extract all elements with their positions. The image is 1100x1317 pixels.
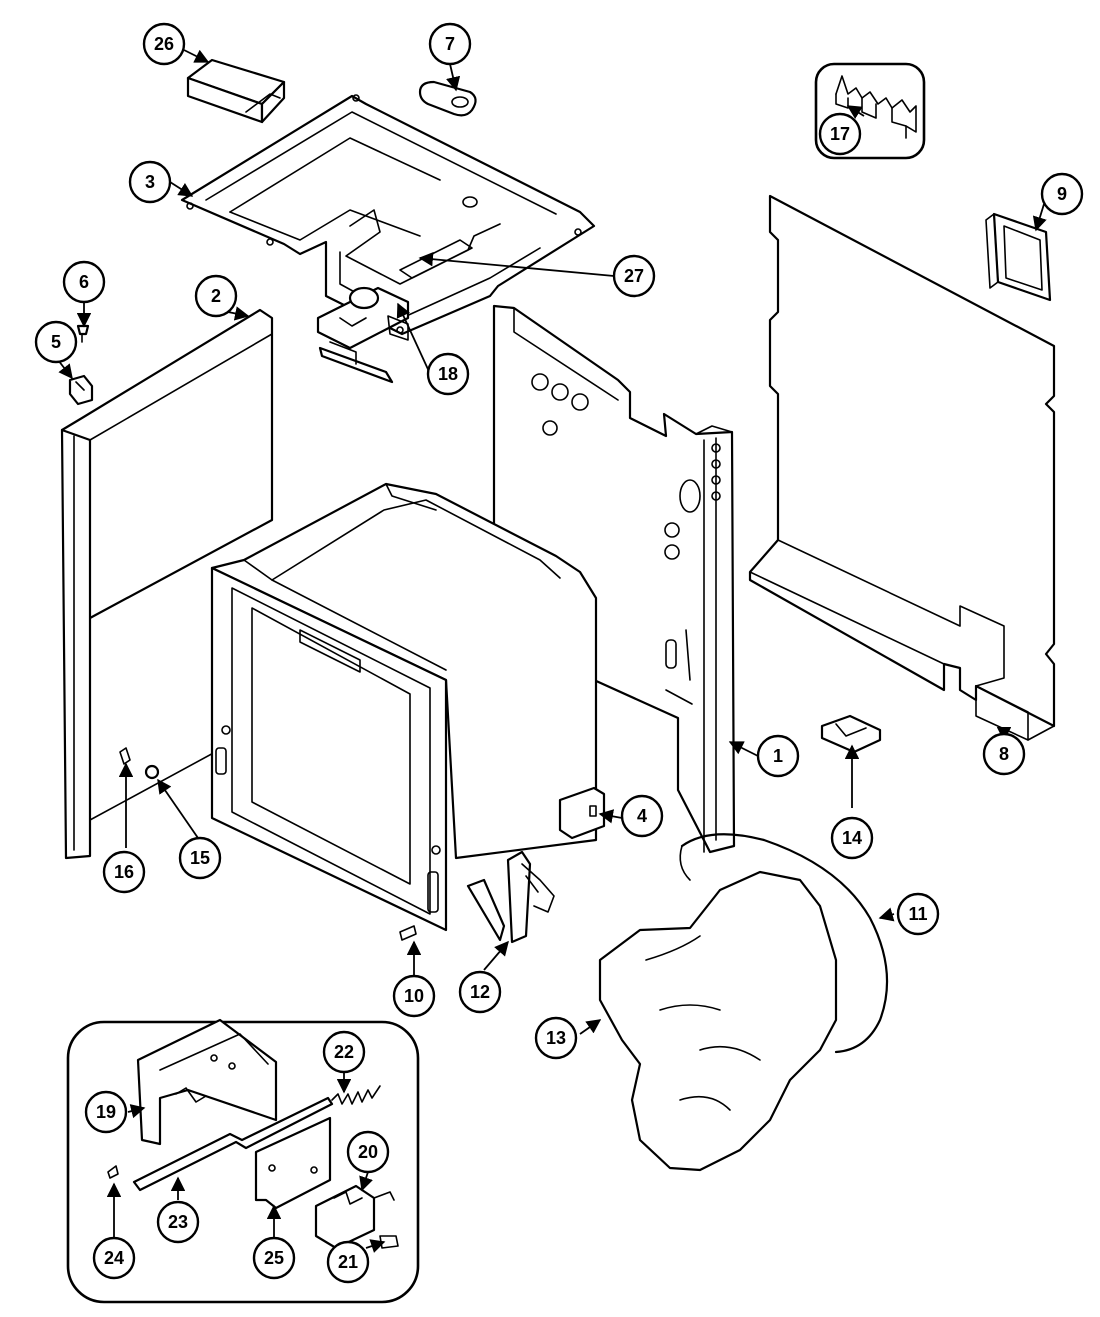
callout-3-label: 3 — [145, 172, 155, 192]
callout-16: 16 — [102, 850, 146, 894]
part-12-hinge — [466, 850, 555, 944]
part-8-rear-panel — [748, 194, 1056, 741]
part-6-screw — [76, 324, 90, 343]
part-7-button-cap — [418, 80, 477, 117]
callout-8: 8 — [982, 732, 1026, 776]
callout-27-label: 27 — [624, 266, 644, 286]
callout-7: 7 — [428, 22, 472, 66]
callout-6: 6 — [62, 260, 106, 304]
callout-5-label: 5 — [51, 332, 61, 352]
callout-18: 18 — [426, 352, 470, 396]
callout-3: 3 — [128, 160, 172, 204]
callout-17: 17 — [818, 112, 862, 156]
callout-12-label: 12 — [470, 982, 490, 1002]
part-14-clip — [820, 714, 882, 754]
callout-4: 4 — [620, 794, 664, 838]
callout-19: 19 — [84, 1090, 128, 1134]
callout-12: 12 — [458, 970, 502, 1014]
callout-22: 22 — [322, 1030, 366, 1074]
part-4-bracket — [558, 786, 606, 840]
leader-lines — [57, 49, 1047, 1253]
callout-6-label: 6 — [79, 272, 89, 292]
callout-5: 5 — [34, 320, 78, 364]
callout-13-label: 13 — [546, 1028, 566, 1048]
callout-20-label: 20 — [358, 1142, 378, 1162]
callout-1-label: 1 — [773, 746, 783, 766]
callout-2-label: 2 — [211, 286, 221, 306]
part-18-switch-assembly — [316, 286, 410, 384]
part-9-bracket — [985, 212, 1052, 302]
callout-23-label: 23 — [168, 1212, 188, 1232]
callout-24-label: 24 — [104, 1248, 124, 1268]
part-1-side-panel — [492, 304, 736, 854]
callout-10: 10 — [392, 974, 436, 1018]
part-10-screw — [399, 925, 417, 941]
callout-8-label: 8 — [999, 744, 1009, 764]
part-3-top-panel — [180, 94, 596, 336]
callout-23: 23 — [156, 1200, 200, 1244]
callout-26: 26 — [142, 22, 186, 66]
callout-14-label: 14 — [842, 828, 862, 848]
callout-9: 9 — [1040, 172, 1084, 216]
part-26-control-box — [186, 58, 286, 124]
part-17-clip-inset — [814, 62, 926, 160]
callout-18-label: 18 — [438, 364, 458, 384]
callout-2: 2 — [194, 274, 238, 318]
callout-9-label: 9 — [1057, 184, 1067, 204]
callout-15: 15 — [178, 836, 222, 880]
latch-assembly-inset — [66, 1018, 420, 1304]
callout-11: 11 — [896, 892, 940, 936]
callout-24: 24 — [92, 1236, 136, 1280]
callout-17-label: 17 — [830, 124, 850, 144]
oven-cavity — [210, 482, 598, 932]
callout-21-label: 21 — [338, 1252, 358, 1272]
callout-20: 20 — [346, 1130, 390, 1174]
callout-27: 27 — [612, 254, 656, 298]
callout-11-label: 11 — [908, 904, 927, 924]
callout-15-label: 15 — [190, 848, 210, 868]
callout-7-label: 7 — [445, 34, 455, 54]
callout-13: 13 — [534, 1016, 578, 1060]
callout-4-label: 4 — [637, 806, 647, 826]
callout-25-label: 25 — [264, 1248, 284, 1268]
part-5-clip — [68, 374, 94, 406]
callout-22-label: 22 — [334, 1042, 354, 1062]
callout-21: 21 — [326, 1240, 370, 1284]
part-16-screw — [119, 747, 131, 765]
part-2-side-panel — [60, 308, 274, 860]
part-13-insulation — [598, 870, 838, 1172]
callout-26-label: 26 — [154, 34, 174, 54]
callout-1: 1 — [756, 734, 800, 778]
callout-25: 25 — [252, 1236, 296, 1280]
callout-16-label: 16 — [114, 862, 134, 882]
callout-19-label: 19 — [96, 1102, 116, 1122]
part-15-fastener — [144, 764, 160, 780]
callout-14: 14 — [830, 816, 874, 860]
part-11-gasket — [679, 833, 889, 1054]
callout-10-label: 10 — [404, 986, 424, 1006]
